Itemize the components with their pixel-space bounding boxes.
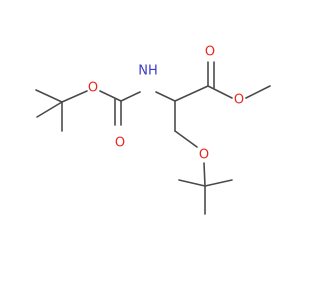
bond-calpha-cester — [174, 85, 209, 102]
bond-calpha-n — [155, 91, 176, 102]
atom-o-side-ether: O — [199, 148, 209, 163]
bond-cester-oester — [207, 85, 233, 99]
bond-ch2-oside — [174, 130, 198, 148]
bond-oether-cq-left — [61, 90, 88, 103]
bond-cq-bottom-me1 — [178, 179, 206, 187]
bond-oester-methyl — [245, 85, 271, 99]
bond-n-ccarbamate — [120, 91, 141, 102]
bond-cq-left-me1 — [35, 89, 63, 103]
bond-cq-bottom-me2 — [204, 179, 233, 187]
atom-nh: NH — [138, 64, 158, 79]
structure-canvas: NH O O O O O — [35, 45, 271, 215]
atom-o-ester-carbonyl: O — [205, 45, 215, 60]
bond-oside-cq-bottom — [203, 162, 206, 187]
bond-cq-left-me2 — [36, 101, 63, 118]
molecule-structure: NH O O O O O — [35, 45, 271, 215]
bond-ccarbamate-oether — [99, 90, 122, 102]
atom-o-carbamate-carbonyl: O — [115, 136, 125, 151]
atom-o-carbamate-ether: O — [88, 81, 98, 96]
atom-o-ester: O — [234, 93, 244, 108]
